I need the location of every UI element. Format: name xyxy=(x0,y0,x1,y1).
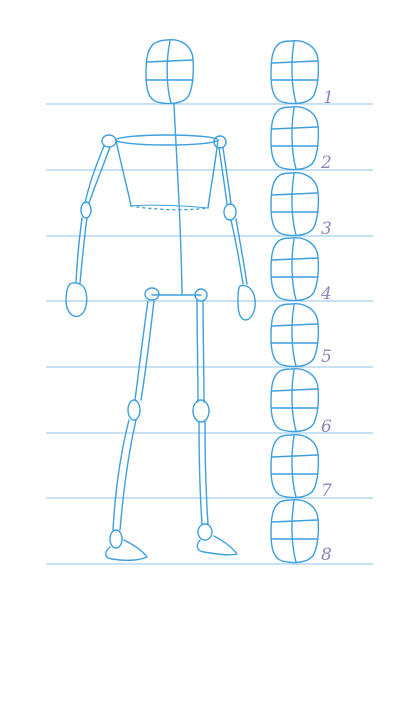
head-number-7: 7 xyxy=(321,481,332,501)
head-unit-1 xyxy=(270,40,320,105)
figure-torso xyxy=(115,134,219,211)
left-knee-joint xyxy=(127,399,141,421)
right-thigh xyxy=(196,300,199,403)
head-number-2: 2 xyxy=(320,153,332,173)
left-hand xyxy=(65,282,88,318)
head-number-1: 1 xyxy=(323,88,334,108)
right-forearm xyxy=(230,219,244,285)
right-ankle-joint xyxy=(197,523,213,541)
left-forearm xyxy=(75,217,83,284)
left-shoulder-joint xyxy=(101,134,117,148)
guide-lines xyxy=(46,103,373,565)
head-number-6: 6 xyxy=(321,417,332,437)
figure-head xyxy=(145,39,195,105)
head-number-5: 5 xyxy=(321,347,332,367)
head-unit-5 xyxy=(270,303,320,368)
right-shin xyxy=(198,421,203,525)
right-elbow-joint xyxy=(223,203,237,221)
head-column xyxy=(270,40,320,564)
head-unit-7 xyxy=(270,434,320,499)
head-unit-2 xyxy=(270,106,320,171)
left-upper-arm xyxy=(84,145,105,204)
stick-figure xyxy=(65,39,256,562)
head-number-4: 4 xyxy=(320,284,332,304)
left-hip-joint xyxy=(144,287,160,301)
left-foot xyxy=(105,539,148,562)
right-knee-joint xyxy=(192,399,210,423)
head-unit-4 xyxy=(270,237,320,302)
right-upper-arm xyxy=(218,147,228,205)
right-foot xyxy=(196,535,238,556)
head-unit-8 xyxy=(270,499,320,564)
figure-spine xyxy=(173,103,183,295)
head-number-3: 3 xyxy=(321,219,332,239)
left-ankle-joint xyxy=(109,529,123,549)
right-hand xyxy=(237,284,256,321)
right-shoulder-joint xyxy=(213,135,227,149)
head-unit-numbers: 1 2 3 4 5 6 7 8 xyxy=(320,88,334,565)
head-number-8: 8 xyxy=(321,545,332,565)
right-hip-joint xyxy=(194,288,208,302)
head-unit-3 xyxy=(270,172,320,237)
left-elbow-joint xyxy=(80,201,92,219)
head-unit-6 xyxy=(270,368,320,433)
left-thigh xyxy=(134,300,149,401)
left-shin xyxy=(112,419,130,531)
